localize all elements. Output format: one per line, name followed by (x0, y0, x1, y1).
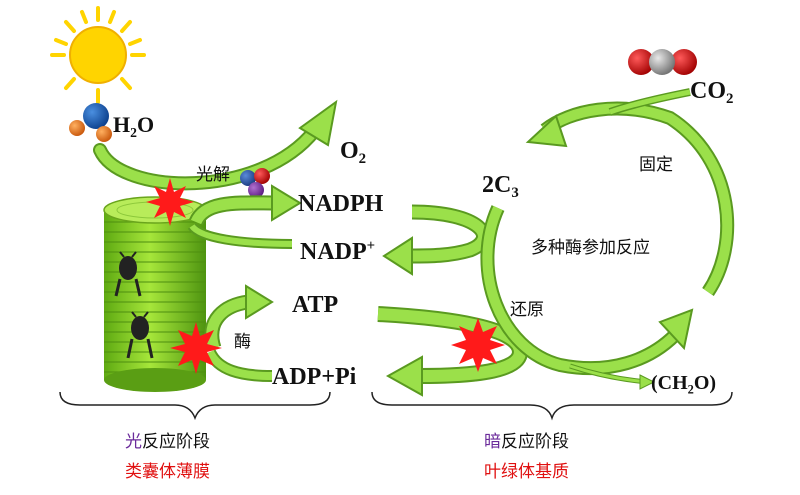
fixation-label: 固定 (639, 155, 673, 175)
photolysis-arrow (93, 99, 338, 191)
atp-hydrolysis-starburst-icon (451, 318, 505, 372)
enzyme-label: 酶 (234, 332, 251, 352)
sun-icon (50, 6, 146, 104)
nadph-consumption-arrow (382, 204, 491, 276)
dark-stage-brace (371, 391, 733, 421)
nadp-label: NADP+ (300, 238, 376, 265)
light-stage-caption: 光反应阶段 (125, 432, 210, 452)
atp-synthesis-starburst-icon (170, 322, 222, 374)
co2-entry-arrow (608, 88, 691, 116)
oxygen-molecule-icon (240, 168, 270, 198)
photolysis-label: 光解 (196, 165, 230, 185)
nadph-formation-arrow (189, 184, 302, 226)
nadph-label: NADPH (298, 191, 384, 217)
atp-consumption-arrow (377, 306, 529, 397)
atp-label: ATP (292, 292, 339, 318)
nadp-return-arrow (187, 222, 293, 249)
adp-label: ADP+Pi (272, 364, 357, 390)
photosystem-protein-icon (126, 311, 154, 359)
ch2o-output-arrow (569, 363, 656, 390)
c3-label: 2C3 (482, 172, 519, 202)
dark-site-caption: 叶绿体基质 (484, 462, 569, 482)
enzymes-label: 多种酶参加反应 (531, 238, 650, 258)
thylakoid-stack (103, 196, 207, 392)
photolysis-starburst-icon (146, 178, 194, 226)
light-stage-brace (59, 391, 331, 421)
water-label: H2O (113, 112, 155, 140)
water-molecule-icon (69, 103, 112, 142)
light-site-caption: 类囊体薄膜 (125, 462, 210, 482)
photosystem-protein-icon (114, 251, 142, 297)
reduction-arrow (480, 205, 694, 376)
reduction-label: 还原 (510, 300, 544, 320)
atp-formation-arrow (204, 284, 274, 351)
calvin-cycle-arrow (525, 101, 735, 296)
co2-molecule-icon (628, 49, 697, 75)
co2-label: CO2 (690, 78, 734, 108)
oxygen-label: O2 (340, 138, 367, 168)
adp-return-arrow (204, 349, 273, 382)
ch2o-label: (CH2O) (651, 372, 717, 397)
dark-stage-caption: 暗反应阶段 (484, 432, 569, 452)
